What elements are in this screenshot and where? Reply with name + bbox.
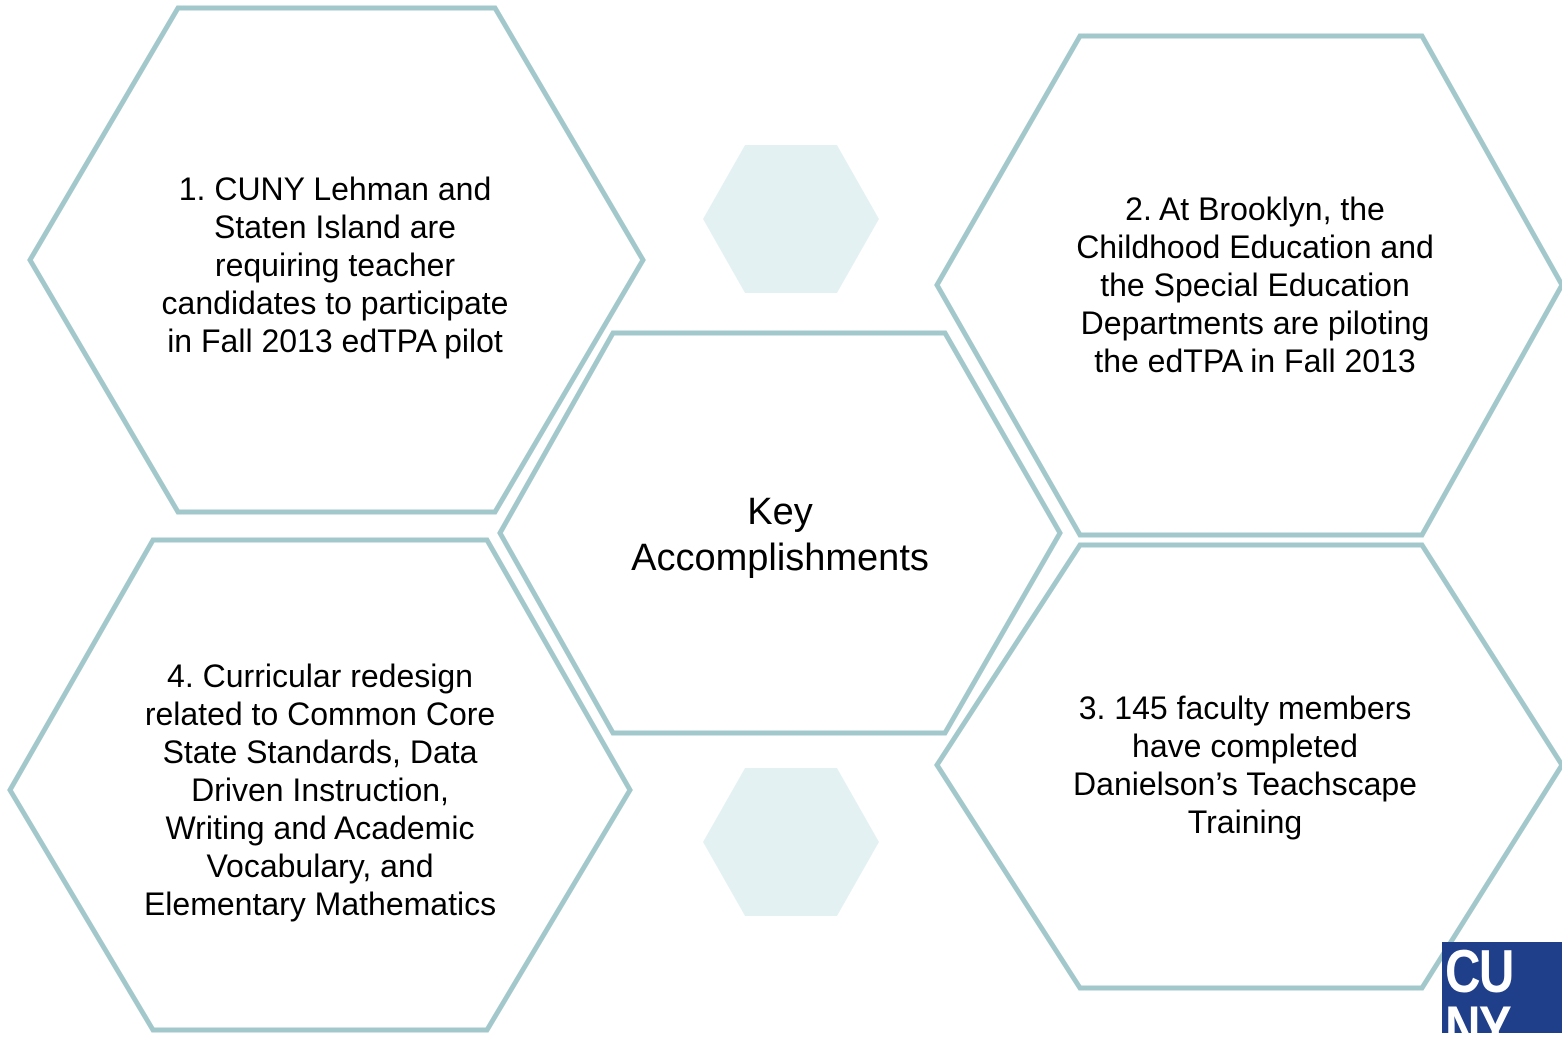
cuny-logo-text: CU NY: [1445, 938, 1514, 1061]
hexagon-diagram: [7, 5, 1562, 1033]
hexagon-item-1-shape: [27, 5, 646, 515]
cuny-logo: CU NY: [1442, 942, 1562, 1058]
hexagon-item-3-shape: [934, 542, 1562, 991]
hexagon-item-2-shape: [934, 33, 1562, 538]
decorative-hexagon-bottom: [703, 768, 879, 916]
hexagon-item-4-shape: [7, 537, 633, 1033]
decorative-hexagon-top: [703, 145, 879, 293]
center-hexagon-shape: [497, 330, 1063, 736]
hexagon-item-3-text: 3. 145 faculty members have completed Da…: [1073, 690, 1417, 840]
hexagon-item-4-text: 4. Curricular redesign related to Common…: [143, 658, 497, 922]
hexagon-item-2-text: 2. At Brooklyn, the Childhood Education …: [1076, 191, 1434, 379]
hexagon-item-1-text: 1. CUNY Lehman and Staten Island are req…: [161, 171, 509, 359]
center-label: Key Accomplishments: [631, 491, 929, 579]
